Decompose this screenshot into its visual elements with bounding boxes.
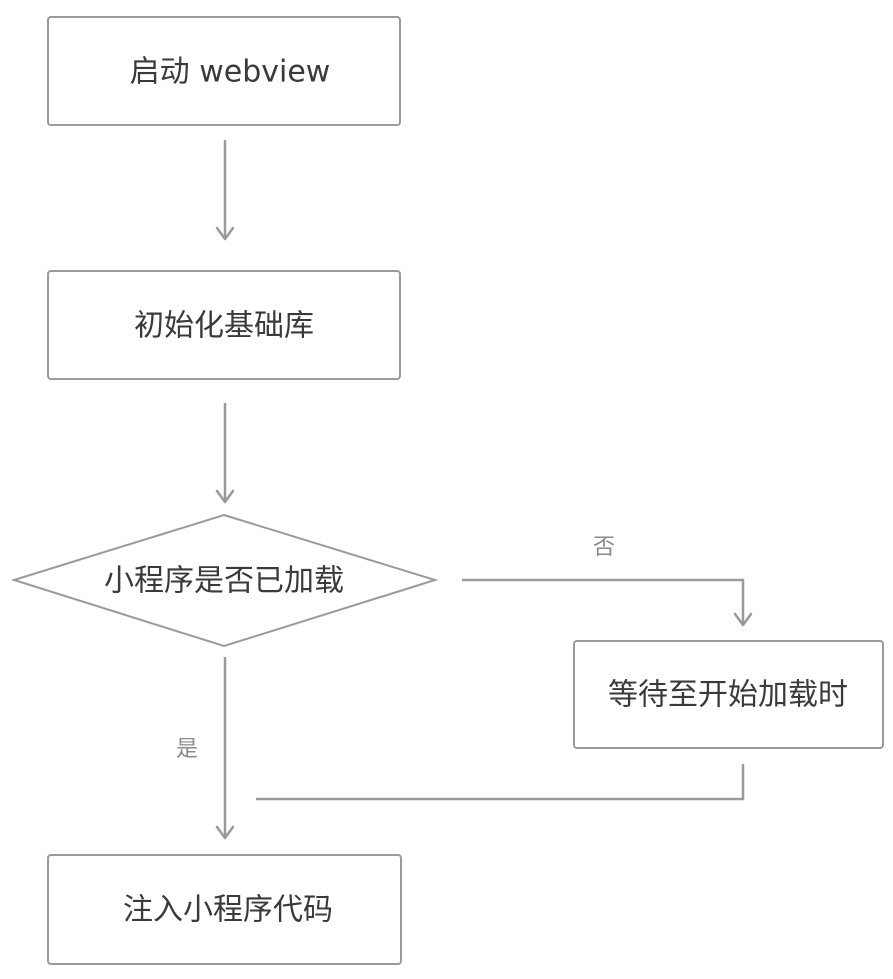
node-inject-code-label: 注入小程序代码 [123,893,333,928]
node-wait-for-load: 等待至开始加载时 [573,640,884,749]
node-start-webview: 启动 webview [47,16,401,126]
node-is-loaded-decision-diamond [10,513,439,648]
node-is-loaded-decision-label: 小程序是否已加载 [104,564,344,599]
edge-start-to-init [215,140,235,241]
node-init-base-lib: 初始化基础库 [47,270,401,380]
edge-wait-return [256,764,745,801]
node-start-webview-box [47,16,401,126]
edge-no-label: 否 [593,535,615,560]
node-start-webview-label: 启动 webview [130,55,331,90]
node-init-base-lib-label: 初始化基础库 [134,309,314,344]
node-init-base-lib-box [47,270,401,380]
node-wait-for-load-label: 等待至开始加载时 [608,678,848,713]
node-is-loaded-decision: 小程序是否已加载 [10,513,439,648]
node-wait-for-load-box [573,640,884,749]
node-inject-code: 注入小程序代码 [47,854,402,965]
edge-decision-no: 否 [462,535,753,627]
edge-init-to-decision [215,403,235,504]
node-inject-code-box [47,854,402,965]
edge-decision-yes: 是 [176,657,235,840]
edge-yes-label: 是 [176,737,198,762]
